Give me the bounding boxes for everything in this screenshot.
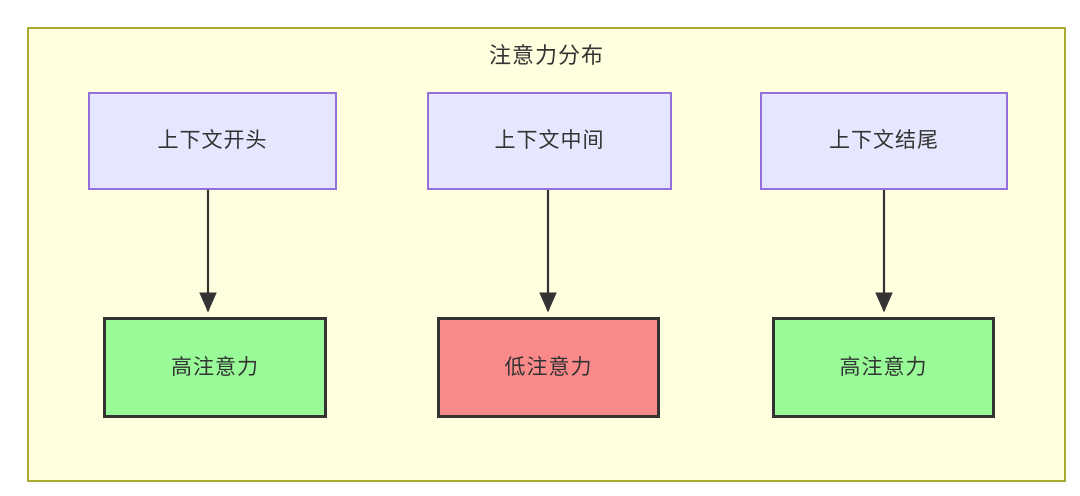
node-high-attention-end[interactable]: 高注意力	[772, 317, 995, 418]
subgraph-title: 注意力分布	[488, 43, 604, 68]
node-context-end-label: 上下文结尾	[829, 129, 939, 152]
node-high-attention-end-label: 高注意力	[839, 355, 928, 379]
node-context-middle-label: 上下文中间	[494, 129, 605, 152]
node-low-attention-middle-label: 低注意力	[504, 355, 593, 379]
node-low-attention-middle[interactable]: 低注意力	[437, 317, 660, 418]
node-context-start-label: 上下文开头	[157, 129, 268, 152]
node-context-middle[interactable]: 上下文中间	[427, 92, 672, 190]
node-context-end[interactable]: 上下文结尾	[760, 92, 1008, 190]
node-high-attention-start[interactable]: 高注意力	[103, 317, 327, 418]
node-high-attention-start-label: 高注意力	[171, 355, 259, 379]
node-context-start[interactable]: 上下文开头	[88, 92, 337, 190]
